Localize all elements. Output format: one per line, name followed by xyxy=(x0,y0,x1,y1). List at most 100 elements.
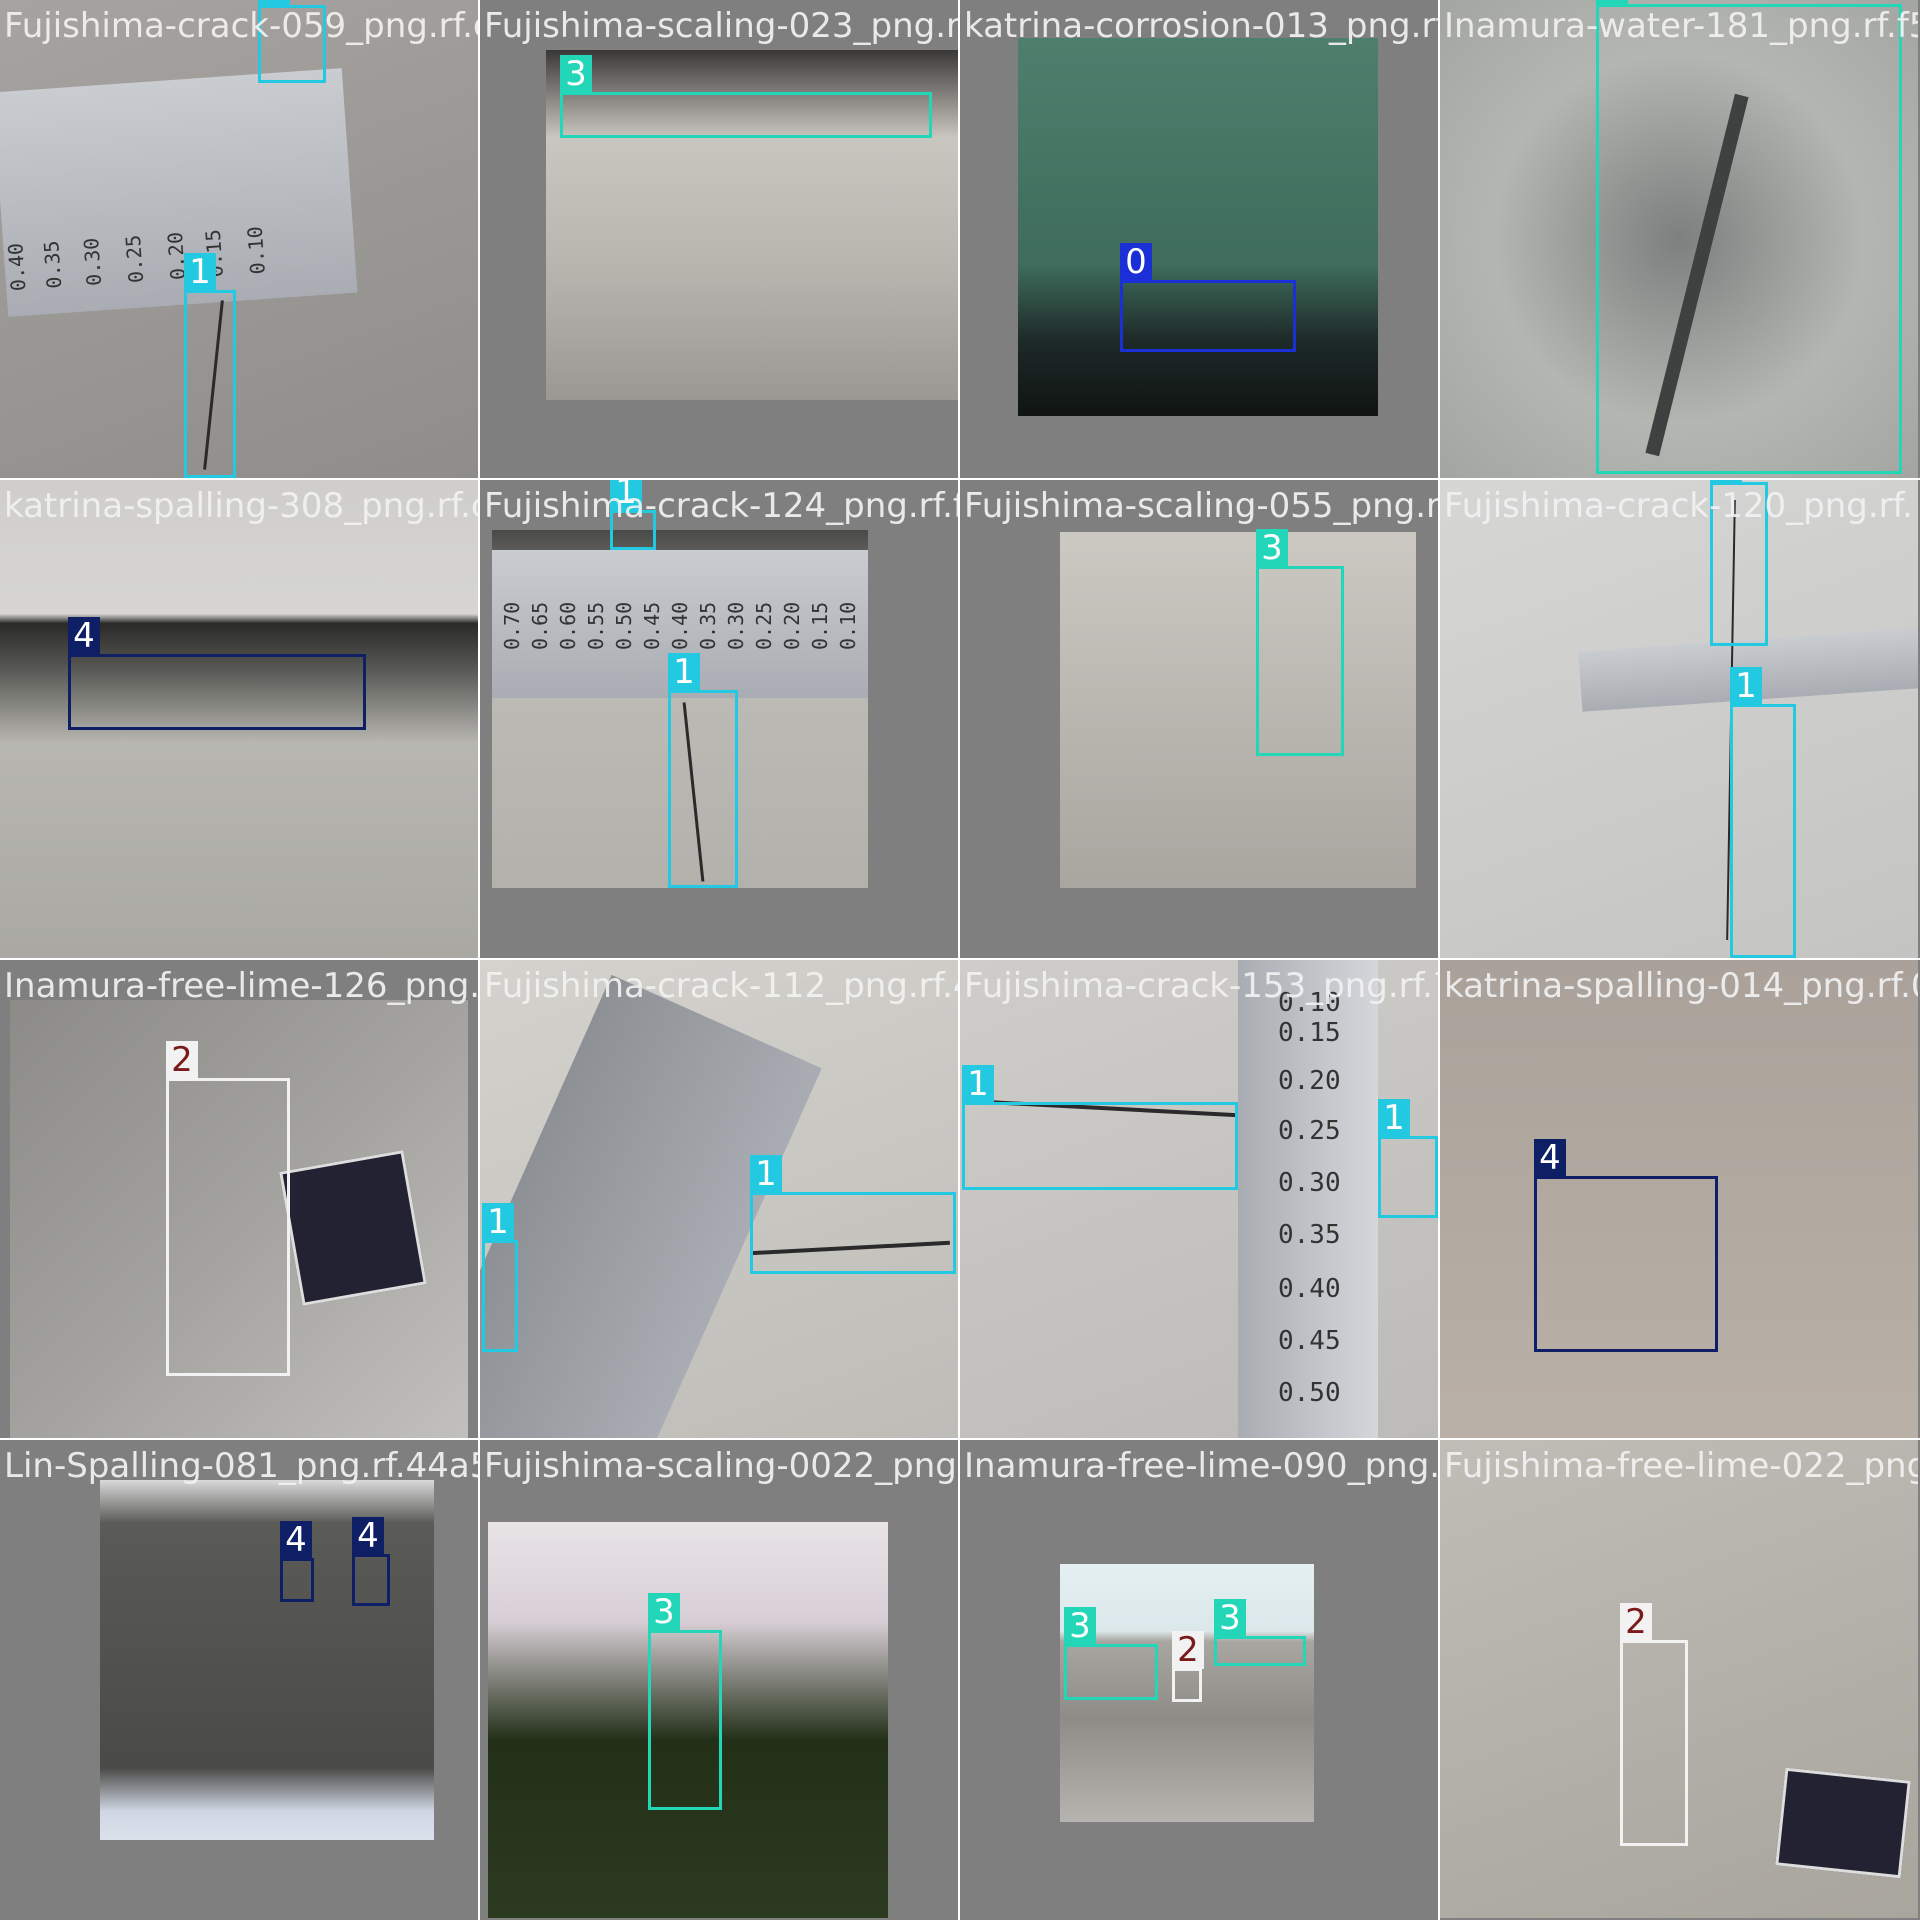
tile-9: Inamura-free-lime-126_png.rf.3e0030c7 2 xyxy=(0,960,478,1438)
detection-box: 3 xyxy=(1214,1599,1306,1666)
detection-box: 2 xyxy=(166,1041,290,1376)
detection-box: 3 xyxy=(560,55,932,138)
detection-box: 3 xyxy=(1064,1607,1158,1700)
crack-gauge-ruler: 0.10 0.15 0.20 0.25 0.30 0.35 0.40 0.45 … xyxy=(1238,960,1378,1438)
detection-box: 1 xyxy=(482,1203,518,1352)
image-filename: katrina-spalling-308_png.rf.c6d3b64 xyxy=(4,486,478,526)
image-filename: katrina-corrosion-013_png.rf.a2fa17993f9… xyxy=(964,6,1438,46)
detection-box: 4 xyxy=(68,617,366,730)
ruler-label: 0.25 xyxy=(120,234,149,284)
class-label: 1 xyxy=(184,253,216,291)
detection-box: 1 xyxy=(184,253,236,478)
tile-2: Fujishima-scaling-023_png.rf.e790d9c8ed6… xyxy=(480,0,958,478)
detection-box: 1 xyxy=(668,653,738,888)
ruler-label: 0.40 xyxy=(668,601,692,650)
class-label: 4 xyxy=(352,1517,384,1555)
detection-box: 3 xyxy=(648,1593,722,1810)
ruler-label: 0.40 xyxy=(3,242,31,292)
tile-10: Fujishima-crack-112_png.rf.439a00a5b89f8… xyxy=(480,960,958,1438)
ruler-label: 0.65 xyxy=(528,601,552,650)
detection-box: 1 xyxy=(1710,480,1768,646)
crack-gauge-ruler: 0.40 0.35 0.30 0.25 0.20 0.15 0.10 xyxy=(0,68,358,317)
image-filename: Fujishima-scaling-0022_png.rf.72418fe475… xyxy=(484,1446,958,1486)
detection-box: 0 xyxy=(1120,243,1296,352)
image-filename: Inamura-free-lime-126_png.rf.3e0030c7 xyxy=(4,966,478,1006)
inspection-board xyxy=(279,1150,427,1306)
tile-12: katrina-spalling-014_png.rf.0e0 4 xyxy=(1440,960,1918,1438)
ruler-label: 0.55 xyxy=(584,601,608,650)
class-label: 2 xyxy=(166,1041,198,1079)
detection-box: 1 xyxy=(1730,667,1796,958)
detection-box: 1 xyxy=(962,1065,1238,1190)
detection-box: 1 xyxy=(750,1155,956,1274)
class-label: 1 xyxy=(1730,667,1762,705)
tile-8: Fujishima-crack-120_png.rf. 1 1 xyxy=(1440,480,1918,958)
ruler-label: 0.30 xyxy=(724,601,748,650)
detection-box: 1 xyxy=(1378,1099,1438,1218)
ruler-label: 0.20 xyxy=(780,601,804,650)
class-label: 2 xyxy=(1172,1631,1204,1669)
ruler-label: 0.10 xyxy=(1278,988,1341,1018)
class-label: 3 xyxy=(648,1593,680,1631)
ruler-label: 0.30 xyxy=(78,236,107,287)
class-label: 1 xyxy=(482,1203,514,1241)
ruler-label: 0.15 xyxy=(808,601,832,650)
ruler-label: 0.70 xyxy=(500,601,524,650)
tile-1: 0.40 0.35 0.30 0.25 0.20 0.15 0.10 Fujis… xyxy=(0,0,478,478)
ruler-label: 0.25 xyxy=(752,601,776,650)
detection-box: 1 xyxy=(610,480,656,550)
class-label: 3 xyxy=(1256,529,1288,567)
ruler-label: 0.15 xyxy=(1278,1018,1341,1048)
tile-14: Fujishima-scaling-0022_png.rf.72418fe475… xyxy=(480,1440,958,1918)
tile-11: 0.10 0.15 0.20 0.25 0.30 0.35 0.40 0.45 … xyxy=(960,960,1438,1438)
tile-13: Lin-Spalling-081_png.rf.44a5a478abd2936 … xyxy=(0,1440,478,1918)
detection-box: 2 xyxy=(1620,1603,1688,1846)
ruler-label: 0.35 xyxy=(696,601,720,650)
detection-box: 2 xyxy=(1172,1631,1204,1702)
class-label: 3 xyxy=(1596,0,1628,5)
grid-divider xyxy=(0,958,1920,960)
image-filename: Lin-Spalling-081_png.rf.44a5a478abd2936 xyxy=(4,1446,478,1486)
image-filename: Fujishima-crack-120_png.rf. xyxy=(1444,486,1913,526)
grid-divider xyxy=(0,1438,1920,1440)
detection-box: 3 xyxy=(1596,0,1902,474)
ruler-label: 0.20 xyxy=(1278,1066,1341,1096)
image-filename: Inamura-free-lime-090_png.rf.5f14de35e5 xyxy=(964,1446,1438,1486)
ruler-label: 0.45 xyxy=(1278,1326,1341,1356)
tile-16: Fujishima-free-lime-022_png 2 xyxy=(1440,1440,1918,1918)
tile-6: 0.70 0.65 0.60 0.55 0.50 0.45 0.40 0.35 … xyxy=(480,480,958,958)
ruler-label: 0.35 xyxy=(39,239,67,290)
tile-photo xyxy=(1060,1564,1314,1822)
ruler-label: 0.40 xyxy=(1278,1274,1341,1304)
tile-5: katrina-spalling-308_png.rf.c6d3b64 4 xyxy=(0,480,478,958)
detection-box: 4 xyxy=(280,1521,314,1602)
class-label: 3 xyxy=(560,55,592,93)
image-filename: Fujishima-crack-059_png.rf.d39c99c76a3fa… xyxy=(4,6,478,46)
ruler-label: 0.35 xyxy=(1278,1220,1341,1250)
detection-box: 4 xyxy=(352,1517,390,1606)
grid-divider xyxy=(0,478,1920,480)
tile-photo xyxy=(488,1522,888,1918)
class-label: 1 xyxy=(610,480,642,511)
image-filename: katrina-spalling-014_png.rf.0e0 xyxy=(1444,966,1918,1006)
image-filename: Fujishima-crack-112_png.rf.439a00a5b89f8 xyxy=(484,966,958,1006)
image-filename: Fujishima-scaling-055_png.rf.f91bf3306c3 xyxy=(964,486,1438,526)
tile-15: Inamura-free-lime-090_png.rf.5f14de35e5 … xyxy=(960,1440,1438,1918)
class-label: 2 xyxy=(1620,1603,1652,1641)
tile-3: katrina-corrosion-013_png.rf.a2fa17993f9… xyxy=(960,0,1438,478)
class-label: 3 xyxy=(1064,1607,1096,1645)
class-label: 4 xyxy=(280,1521,312,1559)
image-filename: Fujishima-scaling-023_png.rf.e790d9c8ed6 xyxy=(484,6,958,46)
image-filename: Fujishima-crack-153_png.rf.76fca5f61f930… xyxy=(964,966,1438,1006)
detection-box: 4 xyxy=(1534,1139,1718,1352)
class-label: 3 xyxy=(1214,1599,1246,1637)
ruler-label: 0.30 xyxy=(1278,1168,1341,1198)
tile-photo xyxy=(1440,960,1918,1438)
grid-divider xyxy=(478,0,480,1920)
grid-divider xyxy=(1438,0,1440,1920)
image-filename: Fujishima-free-lime-022_png xyxy=(1444,1446,1918,1486)
ruler-label: 0.50 xyxy=(612,601,636,650)
ruler-label: 0.25 xyxy=(1278,1116,1341,1146)
tile-photo xyxy=(1440,0,1918,478)
